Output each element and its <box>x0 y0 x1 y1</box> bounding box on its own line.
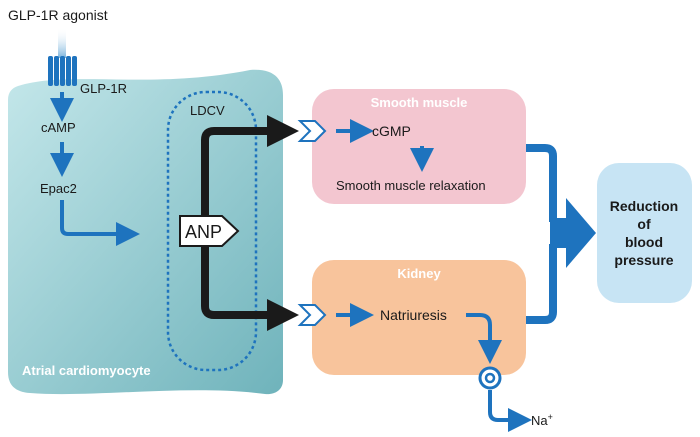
epac2-label: Epac2 <box>40 181 77 196</box>
kidney-box <box>312 260 526 375</box>
camp-label: cAMP <box>41 120 76 135</box>
svg-text:pressure: pressure <box>614 252 673 268</box>
natriuresis-label: Natriuresis <box>380 307 447 323</box>
arrow-epac2-to-ldcv <box>60 200 140 246</box>
kidney-title: Kidney <box>397 266 441 281</box>
cardiomyocyte-cell <box>8 69 283 395</box>
smooth-muscle-output-line <box>526 144 557 222</box>
sodium-charge: + <box>548 412 553 422</box>
cell-label: Atrial cardiomyocyte <box>22 363 151 378</box>
anp-label: ANP <box>185 222 222 242</box>
relaxation-label: Smooth muscle relaxation <box>336 178 486 193</box>
outcome-box <box>597 163 692 303</box>
smooth-muscle-title: Smooth muscle <box>371 95 468 110</box>
outcome-arrow <box>550 198 596 268</box>
anp-path-to-kidney <box>201 240 299 331</box>
kidney-receptor-icon <box>297 304 327 326</box>
arrow-natriuresis-to-channel <box>466 313 502 364</box>
anp-path-to-smooth-muscle <box>201 115 299 225</box>
anp-pentagon <box>179 215 240 247</box>
agonist-beam <box>58 28 66 58</box>
svg-text:Reduction: Reduction <box>610 198 678 214</box>
arrow-sodium-excretion <box>488 390 532 432</box>
cgmp-label: cGMP <box>372 123 411 139</box>
agonist-label: GLP-1R agonist <box>8 7 108 23</box>
svg-text:of: of <box>637 216 651 232</box>
glp1r-receptor-icon <box>48 56 77 86</box>
outcome-label: Reduction of blood pressure <box>610 198 678 268</box>
sodium-label: Na+ <box>531 412 553 428</box>
receptor-label: GLP-1R <box>80 81 127 96</box>
smooth-muscle-receptor-icon <box>297 120 327 142</box>
sodium-channel-icon <box>478 366 502 390</box>
kidney-output-line <box>526 244 557 324</box>
svg-text:blood: blood <box>625 234 663 250</box>
ldcv-vesicle <box>166 90 258 372</box>
ldcv-label: LDCV <box>190 103 225 118</box>
smooth-muscle-box <box>312 89 526 204</box>
